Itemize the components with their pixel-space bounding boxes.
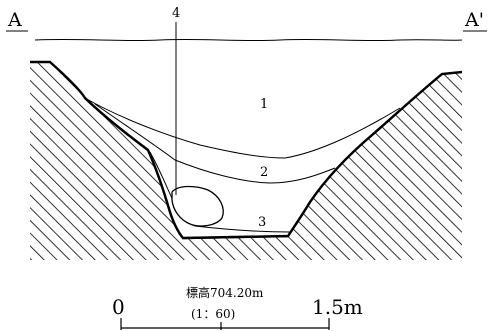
layer-label-2: 2 — [260, 165, 268, 180]
pit-outline — [84, 73, 443, 240]
bedrock-hatch — [30, 62, 462, 260]
scale-ratio: (1：60) — [191, 307, 235, 321]
label-a-right: A' — [464, 9, 484, 31]
scale-max: 1.5m — [312, 295, 363, 319]
layer-label-1: 1 — [260, 97, 268, 112]
post-label: 4 — [172, 6, 180, 21]
scale-zero: 0 — [112, 295, 125, 319]
layer-boundary-upper — [84, 97, 401, 159]
stone — [171, 185, 224, 227]
layer-label-3: 3 — [258, 215, 266, 230]
scale-elevation: 標高704.20m — [186, 285, 264, 300]
horizon-line — [34, 38, 463, 42]
label-a-left: A — [7, 9, 22, 31]
scale-bar — [120, 318, 330, 330]
layer-boundary-lower — [94, 103, 336, 184]
